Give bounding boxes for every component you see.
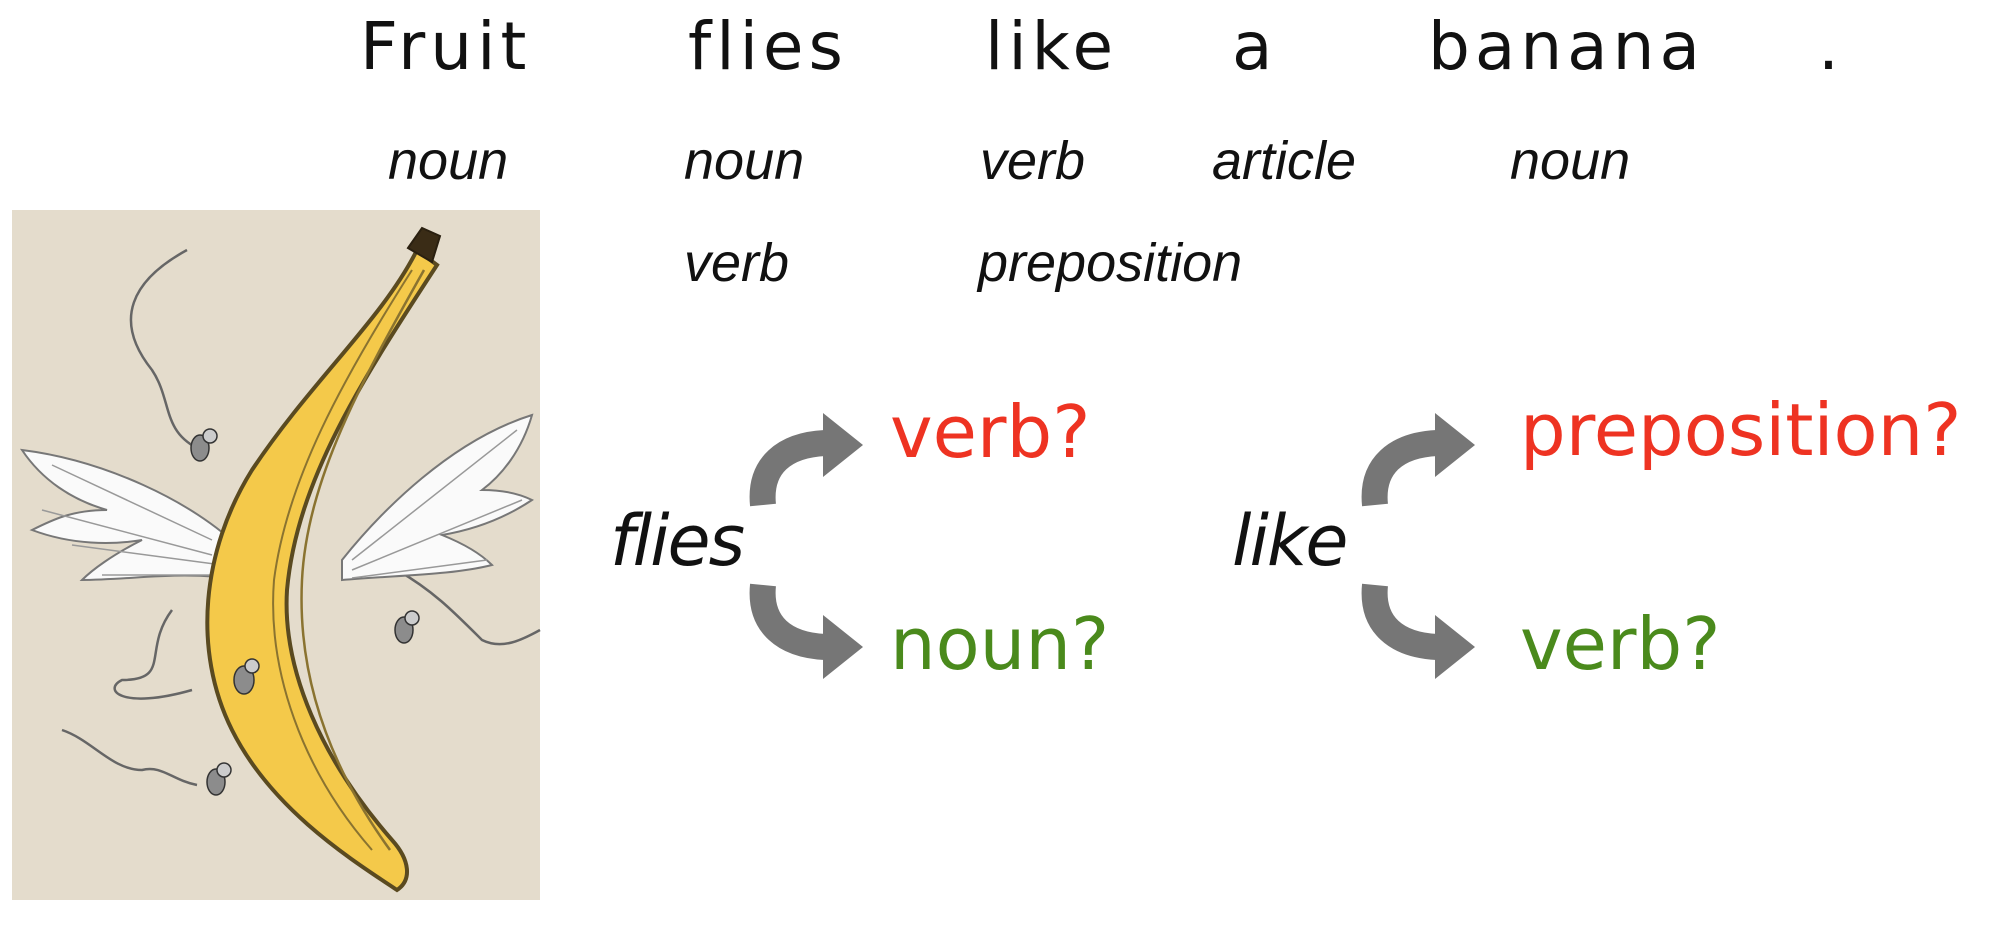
fly-icon	[394, 610, 420, 644]
banana-stem-icon	[406, 226, 442, 264]
tag-like-preposition: preposition	[978, 233, 1243, 293]
ambiguous-word-flies: flies	[610, 500, 745, 582]
sentence-word-flies: flies	[688, 8, 848, 85]
sentence-word-fruit: Fruit	[360, 8, 532, 85]
sentence-word-banana: banana	[1428, 8, 1705, 85]
tag-like-verb: verb	[980, 131, 1086, 191]
like-option-preposition: preposition?	[1520, 388, 1962, 472]
fly-icon	[233, 658, 260, 695]
tag-banana-noun: noun	[1510, 131, 1631, 191]
banana-body	[205, 246, 440, 893]
like-option-verb: verb?	[1520, 602, 1721, 686]
ambiguous-word-like: like	[1232, 500, 1348, 582]
left-wing-icon	[19, 448, 243, 582]
fly-icon	[190, 428, 218, 462]
right-wing-icon	[341, 413, 534, 582]
flies-option-noun: noun?	[890, 602, 1110, 686]
sentence-word-like: like	[985, 8, 1119, 85]
branch-arrow-up-icon	[1361, 413, 1475, 507]
fly-icon	[206, 762, 232, 796]
branch-arrow-down-icon	[1361, 583, 1475, 679]
branch-arrow-down-icon	[749, 583, 863, 679]
flies-option-verb: verb?	[890, 390, 1091, 474]
sentence-word-a: a	[1232, 8, 1278, 85]
tag-fruit-noun: noun	[388, 131, 509, 191]
tag-flies-verb: verb	[684, 233, 790, 293]
sentence-period: .	[1818, 8, 1844, 85]
branch-arrow-up-icon	[749, 413, 863, 507]
tag-a-article: article	[1212, 131, 1357, 191]
tag-flies-noun: noun	[684, 131, 805, 191]
winged-banana-illustration	[12, 210, 541, 900]
